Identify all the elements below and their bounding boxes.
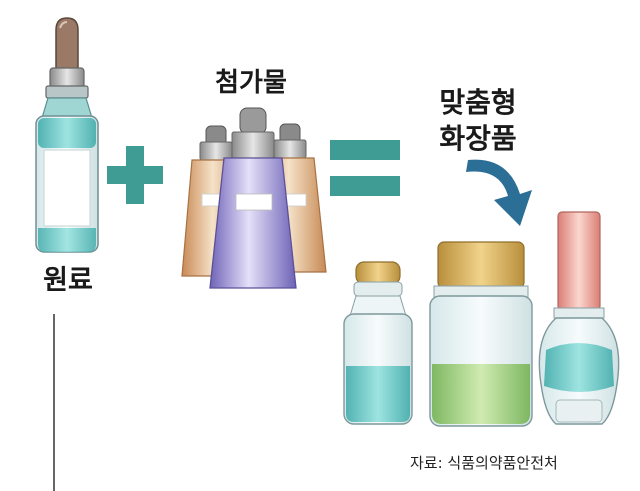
equals-sign-icon bbox=[330, 140, 400, 196]
small-vial-icon bbox=[343, 261, 413, 425]
plus-sign-icon bbox=[107, 146, 163, 204]
custom-cosmetics-label-line1: 맞춤형 bbox=[439, 86, 517, 119]
wide-jar-icon bbox=[429, 241, 533, 427]
source-credit: 자료: 식품의약품안전처 bbox=[410, 454, 558, 472]
curved-arrow-icon bbox=[466, 159, 532, 226]
additive-label: 첨가물 bbox=[215, 68, 287, 98]
tall-bottle-icon bbox=[538, 211, 620, 425]
additive-bottles-icon bbox=[181, 107, 327, 289]
dropper-bottle-icon bbox=[35, 17, 99, 253]
custom-cosmetics-label-line2: 화장품 bbox=[439, 122, 517, 155]
raw-material-label: 원료 bbox=[43, 265, 93, 296]
